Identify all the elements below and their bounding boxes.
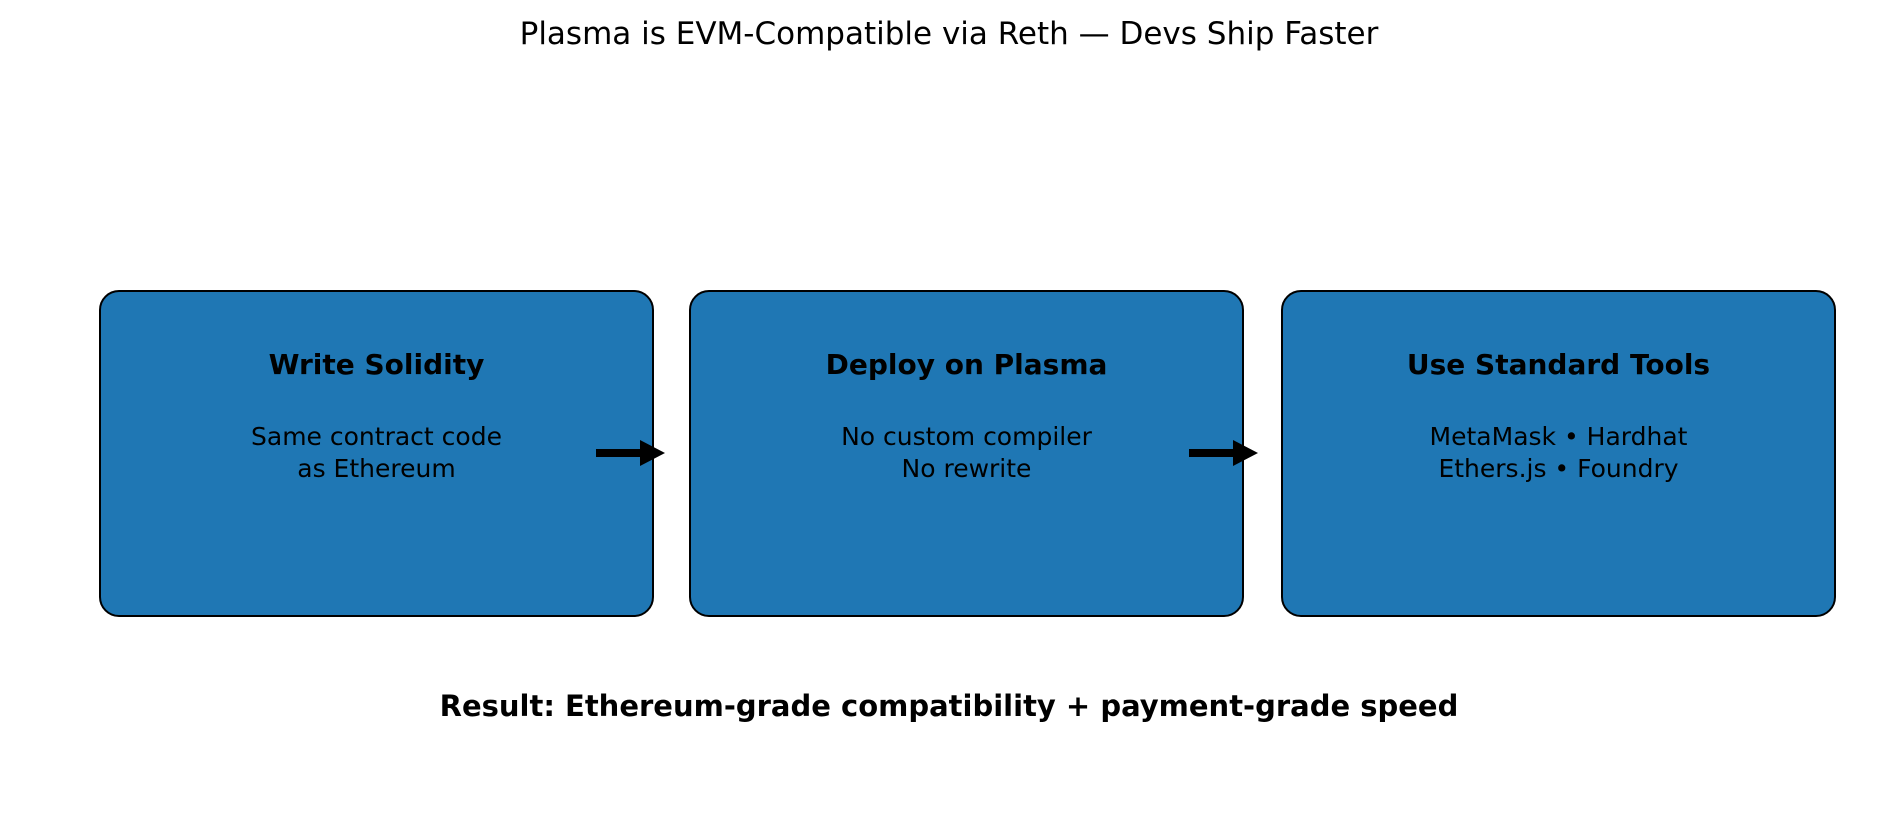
flow-box-use-standard-tools: Use Standard Tools MetaMask • Hardhat Et… — [1281, 290, 1836, 617]
box-heading: Use Standard Tools — [1406, 348, 1711, 381]
box-body: No custom compiler No rewrite — [841, 422, 1092, 483]
result-caption: Result: Ethereum-grade compatibility + p… — [439, 689, 1459, 723]
flow-box-write-solidity: Write Solidity Same contract code as Eth… — [99, 290, 654, 617]
diagram-title: Plasma is EVM-Compatible via Reth — Devs… — [519, 16, 1379, 52]
box-body: Same contract code as Ethereum — [251, 422, 502, 483]
box-heading: Deploy on Plasma — [825, 348, 1108, 381]
box-body: MetaMask • Hardhat Ethers.js • Foundry — [1429, 422, 1688, 483]
flow-box-deploy-on-plasma: Deploy on Plasma No custom compiler No r… — [689, 290, 1244, 617]
box-heading: Write Solidity — [268, 348, 485, 381]
right-arrow-icon — [596, 440, 665, 466]
right-arrow-icon — [1189, 440, 1258, 466]
